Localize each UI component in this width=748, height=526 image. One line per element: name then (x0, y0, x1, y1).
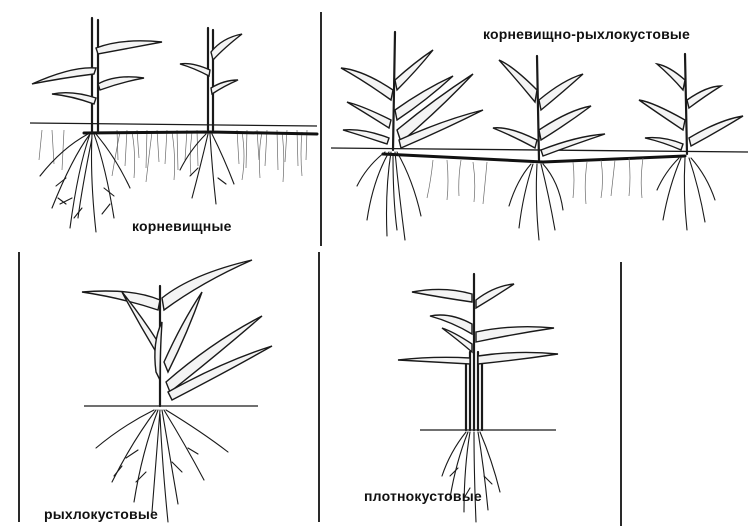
rhizome (84, 132, 317, 134)
loose-bunch-shoots (82, 260, 272, 406)
ground-line (30, 123, 317, 126)
roots-2 (180, 134, 234, 204)
panel-dense-bunch-right-border (620, 262, 622, 526)
panel-loose-bunch: рыхлокустовые (22, 252, 316, 526)
shoot-1 (32, 18, 162, 132)
panel-loose-bunch-right-border (318, 252, 320, 522)
panel-rhizomatous: корневищные (12, 8, 317, 240)
roots-b (509, 164, 563, 240)
panel-rhizomatous-loose: корневищно-рыхлокустовые (323, 10, 748, 248)
rhizome-fine-roots (427, 158, 643, 204)
bunch-c (639, 54, 743, 154)
rhizomatous-plant-illustration (12, 8, 317, 240)
roots-c (657, 158, 715, 230)
dense-bunch-label: плотнокустовые (364, 488, 482, 504)
panel-loose-bunch-left-border (18, 252, 20, 522)
dense-bunch-roots (442, 432, 500, 522)
rhizome (383, 154, 685, 162)
shoot-2 (180, 28, 242, 130)
loose-bunch-plant-illustration (22, 252, 316, 526)
panel-rhizomatous-loose-left-border (320, 12, 322, 246)
roots-a (357, 152, 421, 240)
bunch-a (341, 32, 483, 150)
bunch-b (493, 56, 605, 160)
panel-dense-bunch: плотнокустовые (324, 262, 618, 526)
loose-bunch-label: рыхлокустовые (44, 506, 158, 522)
dense-bunch-plant-illustration (324, 262, 618, 526)
dense-bunch-shoots (398, 274, 558, 430)
rhizomatous-label: корневищные (132, 218, 232, 234)
rhizomatous-loose-label: корневищно-рыхлокустовые (483, 26, 690, 42)
rhizomatous-loose-plant-illustration (323, 10, 748, 248)
